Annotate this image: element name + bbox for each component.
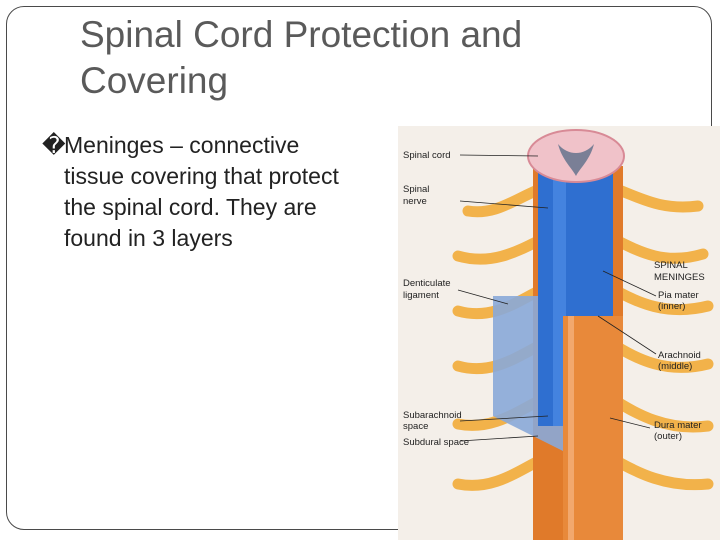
bullet-line-2: tissue covering that protect: [64, 163, 339, 189]
spinal-meninges-illustration: Spinal cord Spinal nerve Denticulate lig…: [398, 126, 720, 540]
label-spinal-nerve-2: nerve: [403, 196, 427, 207]
label-dura-1: Dura mater: [654, 420, 702, 431]
label-spinal-nerve-1: Spinal: [403, 184, 429, 195]
label-spinal-cord: Spinal cord: [403, 150, 451, 161]
leader-lines: [457, 154, 657, 442]
bullet-item: �Meninges – connective tissue covering t…: [42, 130, 387, 254]
label-arachnoid-2: (middle): [658, 361, 692, 372]
bullet-line-4: found in 3 layers: [64, 225, 233, 251]
bullet-marker: �: [42, 132, 66, 158]
spinal-cord-diagram: Spinal cord Spinal nerve Denticulate lig…: [403, 129, 714, 540]
slide-title: Spinal Cord Protection and Covering: [80, 12, 640, 104]
label-pia-2: (inner): [658, 301, 685, 312]
title-line-2: Covering: [80, 60, 229, 101]
label-subarachnoid-2: space: [403, 421, 428, 432]
label-arachnoid-1: Arachnoid: [658, 350, 701, 361]
bullet-line-1: Meninges – connective: [64, 132, 300, 158]
label-dura-2: (outer): [654, 431, 682, 442]
bullet-line-3: the spinal cord. They are: [64, 194, 317, 220]
label-meninges-1: SPINAL: [654, 260, 688, 271]
label-denticulate-2: ligament: [403, 290, 439, 301]
label-subarachnoid-1: Subarachnoid: [403, 410, 462, 421]
label-pia-1: Pia mater: [658, 290, 699, 301]
label-subdural: Subdural space: [403, 437, 469, 448]
label-meninges-2: MENINGES: [654, 272, 705, 283]
label-denticulate-1: Denticulate: [403, 278, 451, 289]
title-line-1: Spinal Cord Protection and: [80, 14, 523, 55]
